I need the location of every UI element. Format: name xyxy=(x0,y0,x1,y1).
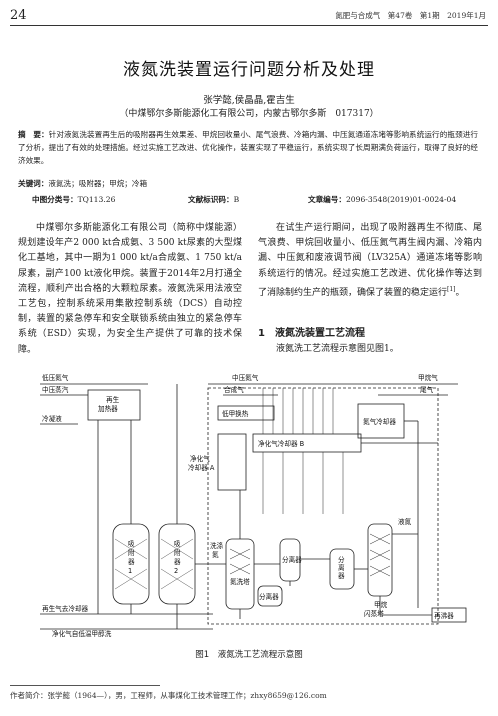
keywords-text: 液氮洗；吸附器；甲烷；冷箱 xyxy=(48,179,148,188)
label-mp-n2: 中压氮气 xyxy=(232,373,259,382)
abstract-label: 摘 要： xyxy=(18,130,49,139)
label-purified-lp: 净化气自低温甲醇洗 xyxy=(52,629,112,638)
section-heading: 1 液氮洗装置工艺流程 xyxy=(258,328,365,339)
label-separator-3: 分离器 xyxy=(338,555,345,580)
label-cooler-a: 净化气冷却器 A xyxy=(188,454,215,472)
label-methane-flash: 甲烷闪蒸塔 xyxy=(364,600,388,618)
label-tail-gas: 尾气 xyxy=(420,385,434,394)
separator-2 xyxy=(257,585,283,607)
doc-code: 文献标识码：B xyxy=(188,195,240,204)
clc-number: 中图分类号：TQ113.26 xyxy=(32,195,116,204)
intro-paragraph-right: 在试生产运行期间，出现了吸附器再生不彻底、尾气浪费、甲烷回收量小、低压氮气再生阀… xyxy=(258,223,482,298)
article-authors: 张学懿,侯晶晶,霍吉生 xyxy=(203,95,295,106)
abstract-text: 针对液氮洗装置再生后的吸附器再生效果差、甲烷回收量小、尾气浪费、冷箱内漏、中压氮… xyxy=(18,130,478,165)
keywords: 关键词：液氮洗；吸附器；甲烷；冷箱 xyxy=(18,178,147,189)
author-footnote: 作者简介：张学懿（1964—），男，工程师，从事煤化工技术管理工作；zhxy86… xyxy=(10,691,327,700)
intro-paragraph-left: 中煤鄂尔多斯能源化工有限公司（简称中煤能源）规划建设年产2 000 kt合成氨、… xyxy=(18,223,242,355)
abstract: 摘 要：针对液氮洗装置再生后的吸附器再生效果差、甲烷回收量小、尾气浪费、冷箱内漏… xyxy=(18,128,478,167)
process-flow-diagram: 低压氮气 中压蒸汽 中压氮气 合成气 甲烷气 尾气 再生加热器 氮气冷却器 冷凝… xyxy=(40,373,467,638)
figure-caption: 图1 液氮洗工艺流程示意图 xyxy=(195,650,303,660)
figure-labels: 低压氮气 中压蒸汽 中压氮气 合成气 甲烷气 尾气 再生加热器 氮气冷却器 冷凝… xyxy=(42,373,454,638)
label-mp-steam: 中压蒸汽 xyxy=(42,385,69,394)
label-regen-cooler: 再生气去冷却器 xyxy=(42,604,89,613)
lp-heater-box xyxy=(217,405,275,421)
section-paragraph: 液氮洗工艺流程示意图见图1。 xyxy=(276,344,399,354)
article-affiliation: （中煤鄂尔多斯能源化工有限公司，内蒙古鄂尔多斯 017317） xyxy=(119,109,379,119)
label-separator-1: 分离器 xyxy=(282,555,302,564)
label-cooling-water: 冷凝液 xyxy=(42,414,62,423)
journal-header: 氮肥与合成气 第47卷 第1期 2019年1月 xyxy=(335,11,486,20)
citation: [1] xyxy=(447,285,456,293)
article-title: 液氮洗装置运行问题分析及处理 xyxy=(123,60,375,80)
label-n2-wash-column: 氮洗塔 xyxy=(230,577,250,586)
label-cooler-b: 净化气冷却器 B xyxy=(258,439,305,448)
regen-heater-box xyxy=(87,389,141,421)
article-number: 文章编号：2096-3548(2019)01-0024-04 xyxy=(308,195,457,204)
cooler-a-box xyxy=(217,433,247,491)
label-wash-n2: 洗涤氮 xyxy=(210,541,224,559)
label-syngas: 合成气 xyxy=(224,385,244,394)
label-n2-cooler: 氮气冷却器 xyxy=(363,417,396,426)
label-reboiler: 再沸器 xyxy=(434,611,454,620)
label-regen-heater: 再生加热器 xyxy=(98,395,120,413)
label-lp-heater: 低甲换热 xyxy=(222,409,249,418)
page-number: 24 xyxy=(10,8,27,23)
label-methane-gas: 甲烷气 xyxy=(418,373,438,382)
keywords-label: 关键词： xyxy=(18,179,49,188)
footnote-rule xyxy=(10,685,160,686)
label-low-n2: 低压氮气 xyxy=(42,373,69,382)
header-rule xyxy=(10,25,488,26)
label-liquid-n2: 液氮 xyxy=(398,517,412,526)
label-separator-2: 分离器 xyxy=(259,592,279,601)
